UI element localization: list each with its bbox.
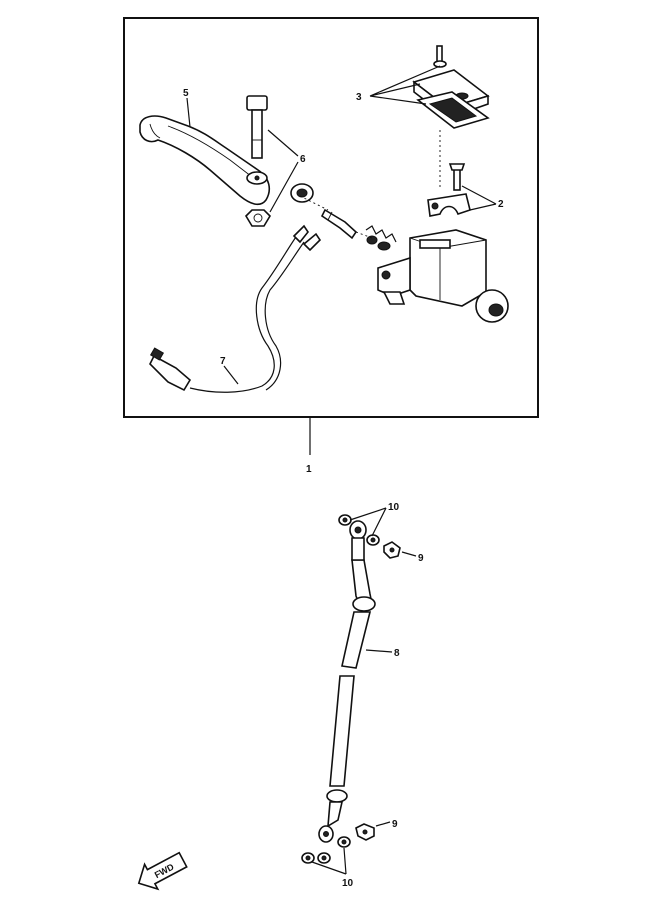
callout-2-leader — [461, 185, 497, 211]
callout-5-leader — [186, 97, 191, 128]
callout-9-bottom-leader — [375, 821, 391, 827]
callout-8-leader — [365, 649, 393, 653]
reservoir-diaphragm[interactable] — [416, 91, 490, 129]
master-cylinder-assembly-frame — [123, 17, 539, 418]
brake-hose[interactable] — [326, 559, 376, 828]
callout-10-bottom: 10 — [342, 878, 354, 889]
callout-6-leader — [267, 129, 299, 213]
handlebar-clamp[interactable] — [427, 163, 471, 217]
upper-union-bolt[interactable] — [383, 541, 401, 559]
callout-8: 8 — [394, 648, 400, 659]
callout-9-bottom: 9 — [392, 819, 398, 830]
lower-washer-left[interactable] — [301, 852, 315, 864]
callout-5: 5 — [183, 88, 189, 99]
callout-7: 7 — [220, 356, 226, 367]
upper-washer-right[interactable] — [366, 534, 380, 546]
assembly-centerline — [299, 130, 441, 239]
reservoir-cap-screw[interactable] — [433, 45, 447, 68]
callout-10-bottom-leader — [311, 847, 347, 875]
callout-3: 3 — [356, 92, 362, 103]
pivot-bushing[interactable] — [290, 183, 314, 203]
callout-7-leader — [223, 365, 239, 385]
callout-9-top: 9 — [418, 553, 424, 564]
lower-union-bolt[interactable] — [355, 823, 375, 841]
callout-9-top-leader — [401, 551, 417, 557]
upper-washer-left[interactable] — [338, 514, 352, 526]
lower-washer-right[interactable] — [337, 836, 351, 848]
piston-spring[interactable] — [365, 225, 397, 251]
upper-banjo-fitting[interactable] — [349, 520, 367, 561]
callout-2: 2 — [498, 199, 504, 210]
lower-banjo-fitting[interactable] — [318, 825, 334, 843]
forward-direction-arrow: FWD — [137, 851, 188, 891]
pivot-bolt[interactable] — [246, 95, 268, 185]
push-rod[interactable] — [320, 208, 358, 240]
callout-10-top: 10 — [388, 502, 400, 513]
callout-3-leader — [369, 65, 441, 105]
brake-lever[interactable] — [139, 115, 271, 206]
master-cylinder-body[interactable] — [377, 229, 509, 323]
brake-light-switch[interactable] — [149, 224, 322, 393]
callout-10-top-leader — [349, 507, 387, 537]
callout-6: 6 — [300, 154, 306, 165]
lower-washer-mid[interactable] — [317, 852, 331, 864]
pivot-nut[interactable] — [244, 209, 272, 227]
callout-1: 1 — [306, 464, 312, 475]
